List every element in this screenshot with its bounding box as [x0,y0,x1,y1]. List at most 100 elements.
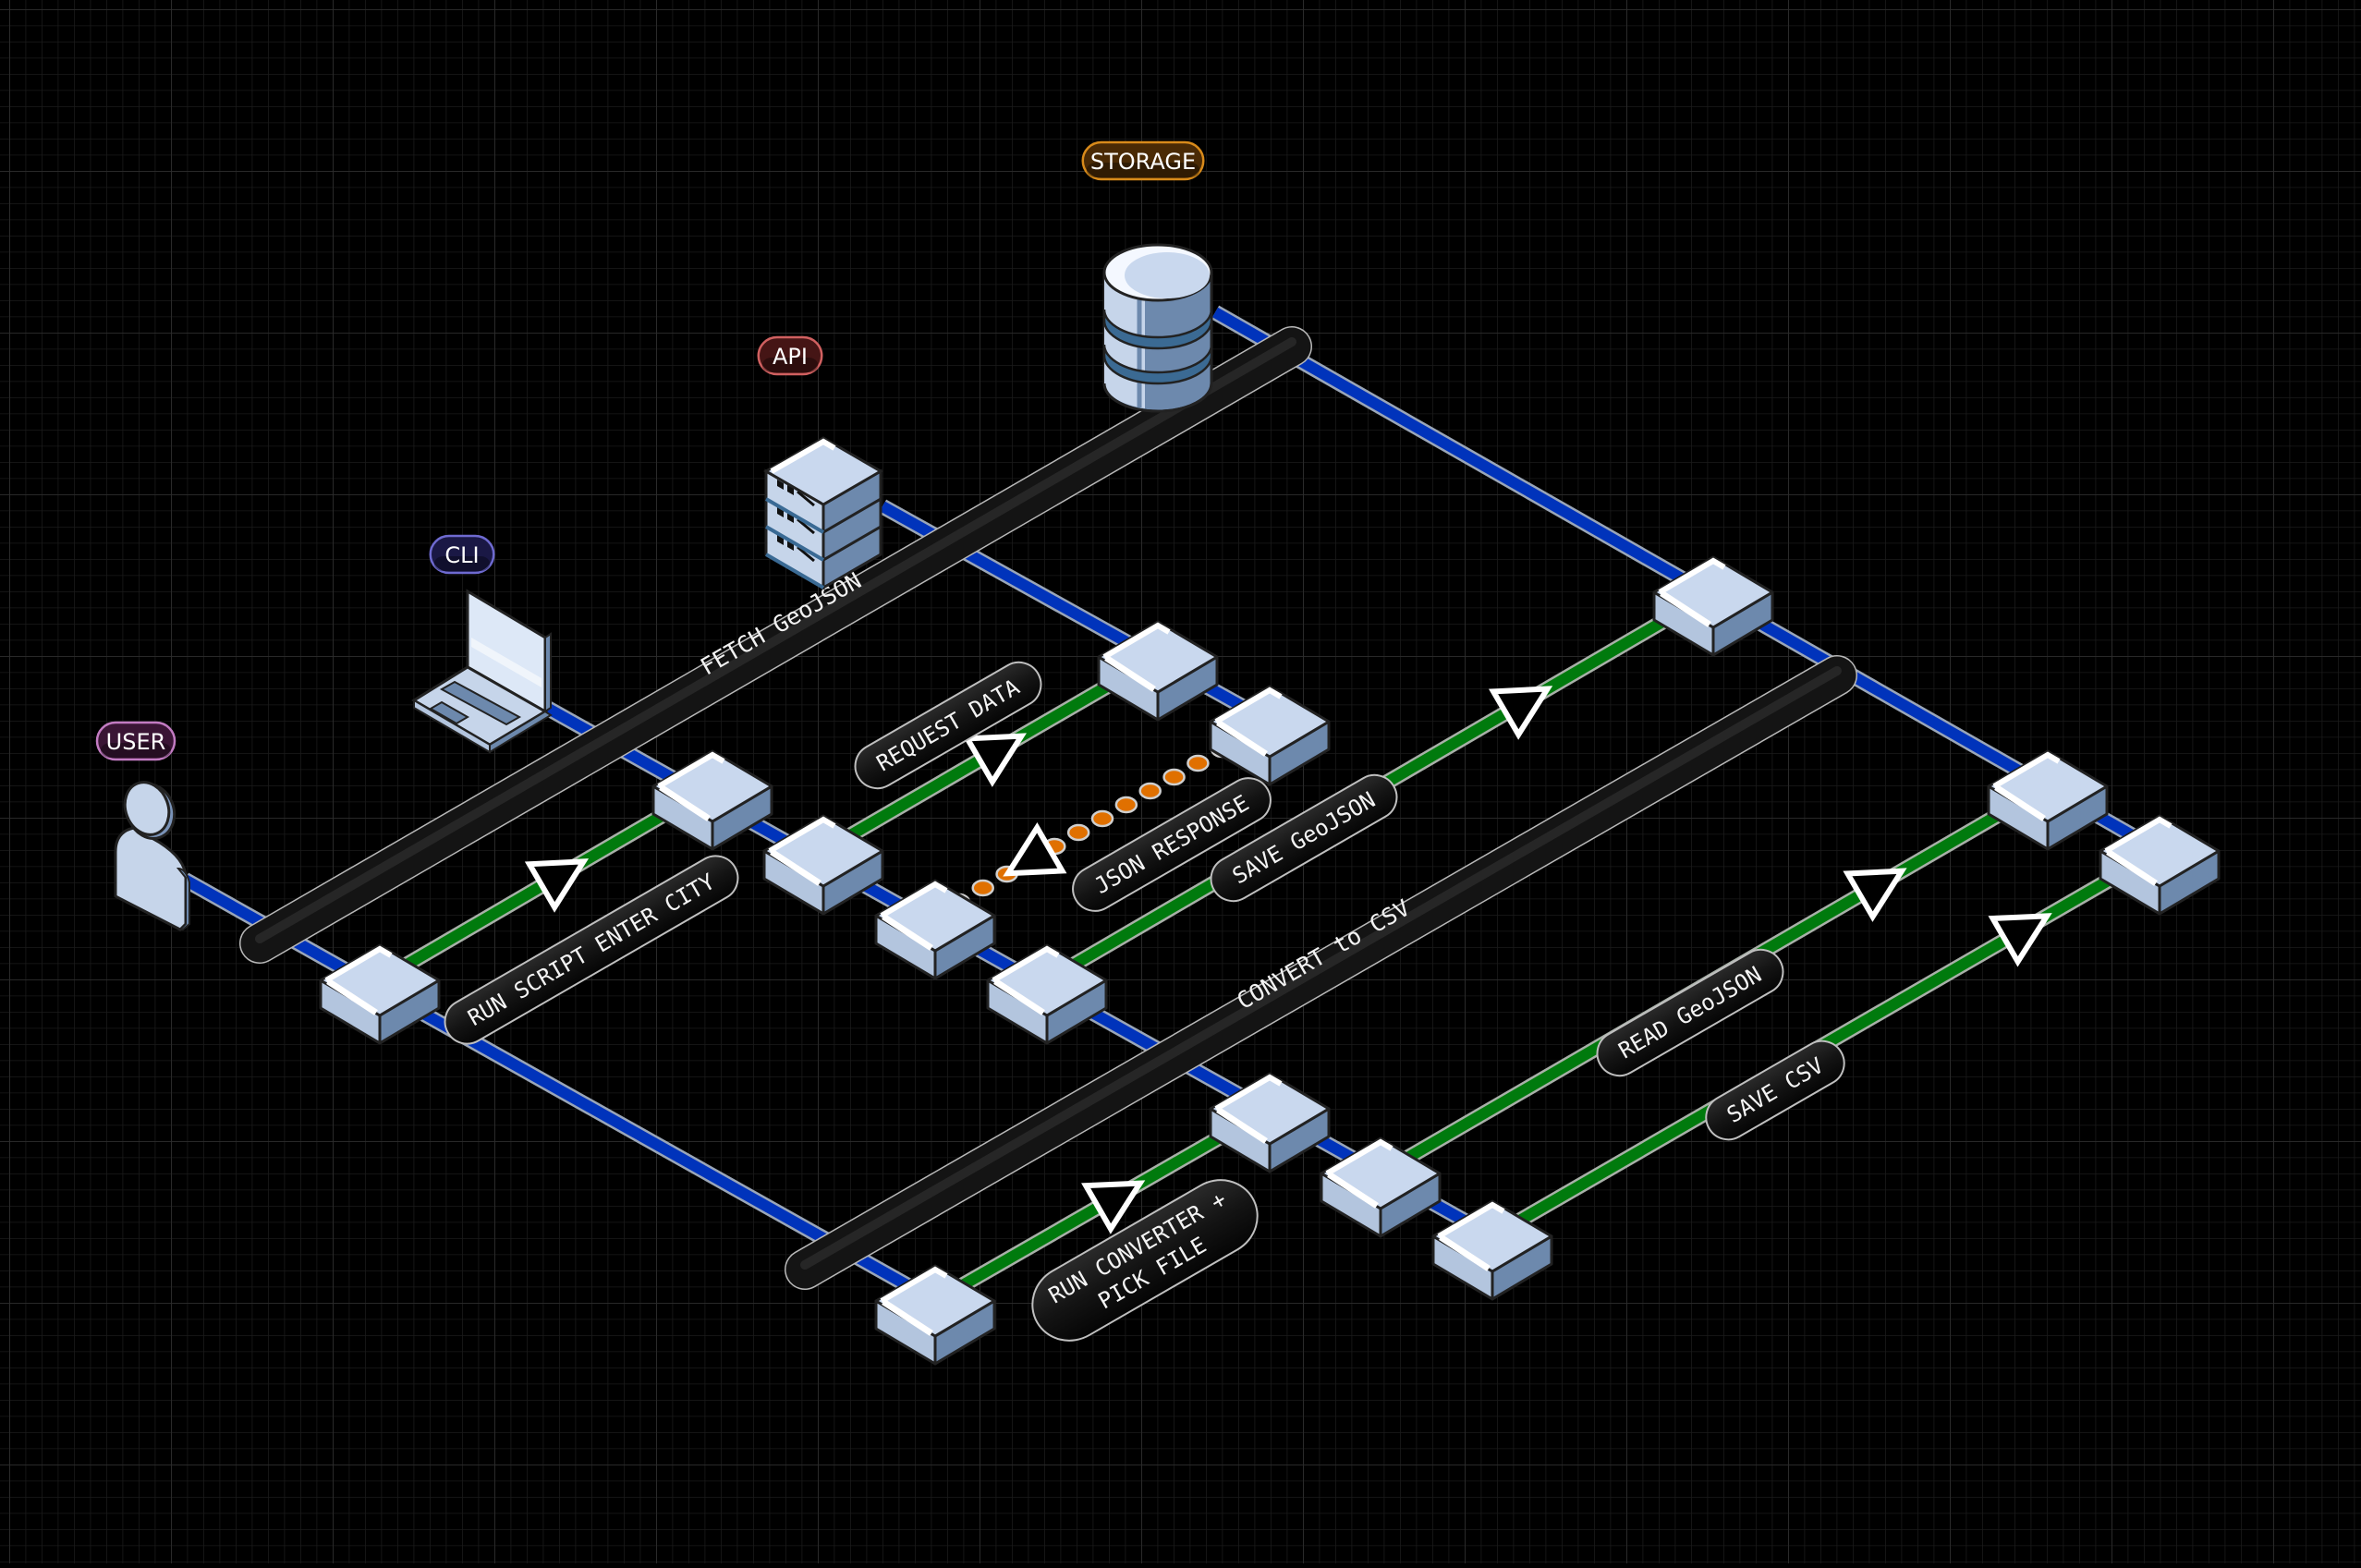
node-highlight [1992,751,2061,789]
server-led [787,485,794,496]
activation-node[interactable] [1097,620,1219,722]
response-dot [1138,782,1162,800]
actor-label-pill [95,721,176,761]
node-highlight [1325,1138,1393,1176]
laptop-keyboard [439,680,522,726]
message-m1[interactable] [375,779,717,988]
actors: USER CLI API STORAGE [95,140,1213,931]
node-highlight [992,945,1060,983]
node-highlight [2106,849,2158,886]
node-highlight [1102,622,1171,660]
node-highlight [2104,816,2172,854]
message-label-pill [1210,773,1398,903]
node-highlight [882,1299,933,1336]
node-highlight [657,751,725,789]
server-slot [797,517,815,535]
node-highlight [1104,655,1156,692]
laptop-screen-edge [544,632,552,713]
activation-node[interactable] [874,1264,996,1366]
lifeline-user [180,872,940,1308]
activation-node[interactable] [1320,1136,1442,1238]
message-m2[interactable] [819,650,1162,858]
message-label-pill [1031,1179,1259,1342]
actor-label-storage: STORAGE [1081,140,1205,181]
server-slot [797,545,815,563]
activation-node[interactable] [1209,1072,1331,1173]
actor-label-text: STORAGE [1090,149,1196,175]
actor-api[interactable]: API [757,335,883,590]
node-highlight [1216,1107,1268,1144]
message-label-pill [1705,1039,1845,1141]
response-dot [1187,754,1210,772]
node-highlight [1437,1201,1505,1239]
database-top-shade [1125,252,1210,298]
phase-bar-highlight [800,666,1842,1270]
node-highlight [1439,1234,1491,1271]
actor-label-shade [761,358,819,372]
laptop-screen-glare [471,638,542,687]
actor-label-pill [757,335,823,376]
node-highlight [1214,687,1283,724]
actor-label-shade [101,743,171,758]
server-led [777,506,784,518]
server-divider [764,497,825,534]
server-led [777,479,784,491]
activation-node[interactable] [762,814,884,916]
server-led [787,513,794,524]
laptop-touchpad [429,700,469,725]
node-highlight [326,978,378,1015]
lifeline-line [182,874,938,1307]
node-highlight [659,784,711,821]
response-dot [1066,823,1090,842]
arrow-head-icon [1003,822,1067,877]
laptop-base-side [489,710,553,754]
person-head [123,781,171,836]
person-icon [114,781,190,931]
actor-user[interactable]: USER [95,721,190,931]
actor-label-api: API [757,335,823,376]
arrow-head-icon [524,858,590,913]
node-highlight [1660,590,1711,627]
actor-label-shade [1086,163,1200,177]
message-m5[interactable] [931,1101,1274,1308]
activation-node[interactable] [986,943,1108,1045]
server-highlight [770,438,836,474]
server-icon [763,436,883,590]
activation-node[interactable] [874,879,996,980]
actor-label-text: API [773,344,808,370]
activation-node[interactable] [1431,1199,1553,1301]
activation-node[interactable] [1987,749,2109,851]
server-top [763,436,883,506]
activation-node[interactable] [2099,814,2221,916]
activation-node[interactable] [319,943,441,1045]
activation-node[interactable] [1209,685,1331,786]
server-led [777,534,784,546]
node-highlight [1216,720,1268,757]
activation-nodes [319,555,2221,1366]
actor-label-cli: CLI [429,534,495,575]
node-highlight [1327,1172,1379,1209]
arrow-head-icon [1488,686,1553,740]
node-highlight [880,881,948,918]
response-dot [1162,768,1186,786]
node-highlight [768,816,836,854]
activation-node[interactable] [1652,555,1774,657]
node-highlight [882,914,933,951]
node-highlight [993,978,1045,1015]
actor-cli[interactable]: CLI [411,534,553,754]
server-divider [764,525,825,562]
activation-node[interactable] [651,749,773,851]
actor-label-pill [429,534,495,575]
actor-label-text: CLI [444,542,479,568]
database-icon [1102,243,1213,413]
arrow-head-icon [1988,913,2052,967]
phase-bar-highlight [255,337,1296,943]
actor-storage[interactable]: STORAGE [1081,140,1213,413]
node-highlight [1214,1074,1283,1112]
response-dot [1114,796,1138,814]
message-label-pill [444,855,739,1045]
laptop-icon [411,589,553,754]
actor-label-text: USER [106,729,166,755]
